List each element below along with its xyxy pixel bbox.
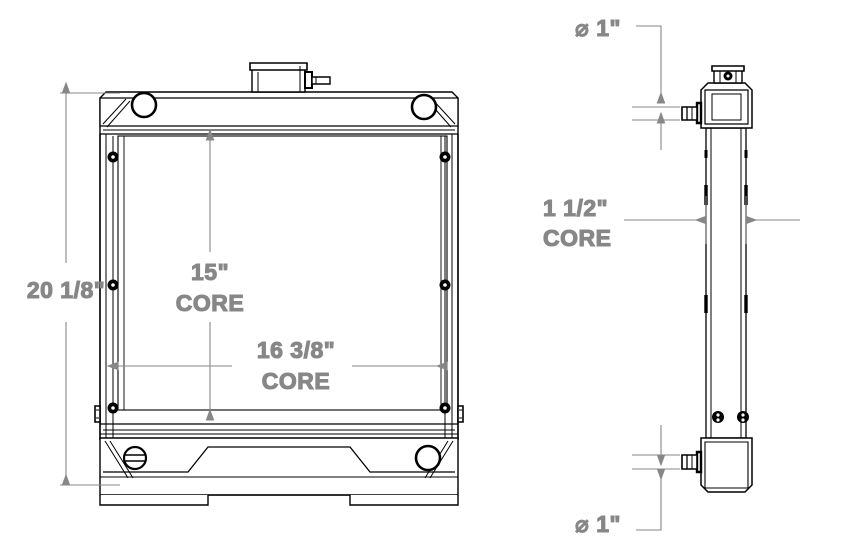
- side-bottom-tank: [681, 411, 753, 493]
- dimension-overall-height: 20 1/8": [26, 81, 120, 486]
- right-side-channel: [439, 134, 464, 442]
- core-height-value: 15": [191, 259, 229, 285]
- top-right-mount-hole: [410, 93, 438, 121]
- core-thickness-value: 1 1/2": [543, 195, 608, 221]
- dimension-core-thickness: 1 1/2" CORE: [542, 195, 800, 252]
- dimension-core-height: 15" CORE: [175, 128, 244, 421]
- outlet-neck: [681, 450, 703, 474]
- bottom-tank: [99, 423, 459, 506]
- radiator-core-face: [117, 135, 448, 411]
- inlet-diameter-label: ⌀ 1": [575, 15, 621, 41]
- overall-height-label: 20 1/8": [27, 277, 105, 303]
- side-top-tank: [681, 65, 753, 129]
- bottom-right-mount-hole: [414, 444, 442, 472]
- dimension-layer: 20 1/8" 15" CORE 16 3/8" CORE 1 1/2" COR…: [26, 15, 800, 538]
- top-left-mount-hole: [130, 91, 158, 119]
- front-view: [94, 62, 464, 506]
- core-height-note: CORE: [176, 290, 244, 316]
- filler-cap-assembly: [249, 62, 331, 93]
- top-tank: [99, 91, 459, 135]
- dimension-inlet-diameter: ⌀ 1": [574, 15, 680, 150]
- side-bottom-hole-left: [712, 411, 724, 423]
- side-view: [681, 65, 753, 493]
- left-side-channel: [94, 134, 119, 442]
- outlet-diameter-label: ⌀ 1": [575, 511, 621, 537]
- core-thickness-note: CORE: [543, 225, 611, 251]
- core-width-note: CORE: [262, 368, 330, 394]
- side-bottom-hole-right: [737, 411, 749, 423]
- inlet-neck: [681, 101, 703, 125]
- drain-plug: [122, 445, 148, 471]
- side-core-slab: [704, 127, 748, 439]
- core-width-value: 16 3/8": [257, 337, 335, 363]
- dimension-core-width: 16 3/8" CORE: [106, 337, 448, 395]
- left-mounting-tab: [94, 405, 101, 423]
- dimension-outlet-diameter: ⌀ 1": [574, 425, 680, 538]
- right-mounting-tab: [457, 405, 464, 423]
